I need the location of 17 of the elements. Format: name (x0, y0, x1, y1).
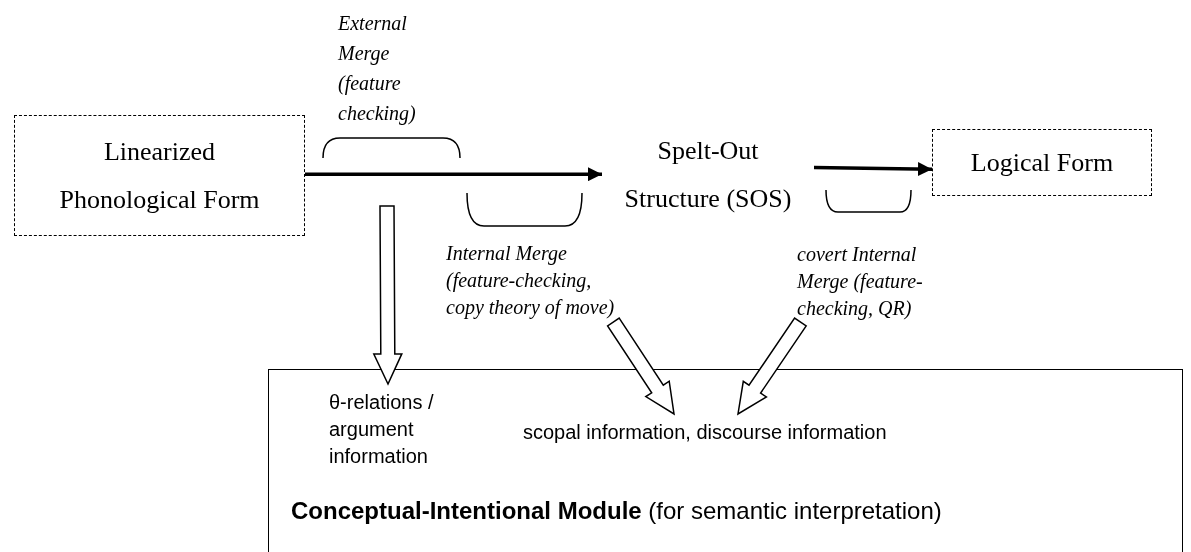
merge-annotation: External Merge (feature checking) (338, 11, 417, 127)
structure-text: Spelt-Out Structure (SOS) (623, 135, 793, 215)
information-text: scopal information, discourse information (523, 419, 887, 445)
merge-annotation: Internal Merge (feature-checking, copy theory of move) (446, 240, 616, 321)
merge-annotation: covert Internal Merge (feature-checking, QR) (797, 241, 924, 322)
block-arrow (737, 317, 808, 416)
dashed-box (932, 129, 1152, 196)
box-label: Logical Form (970, 147, 1114, 178)
box-label: Linearized Phonological Form (58, 135, 261, 216)
arrow (305, 167, 602, 182)
relation-text: θ-relations / argument information (329, 389, 435, 469)
module-title: Conceptual-Intentional Module (for semantic interpretation) (291, 496, 942, 526)
module-box (268, 369, 1183, 552)
arrow (813, 162, 933, 176)
block-arrow (372, 205, 403, 386)
dashed-box (14, 115, 305, 236)
block-arrow (606, 317, 675, 416)
